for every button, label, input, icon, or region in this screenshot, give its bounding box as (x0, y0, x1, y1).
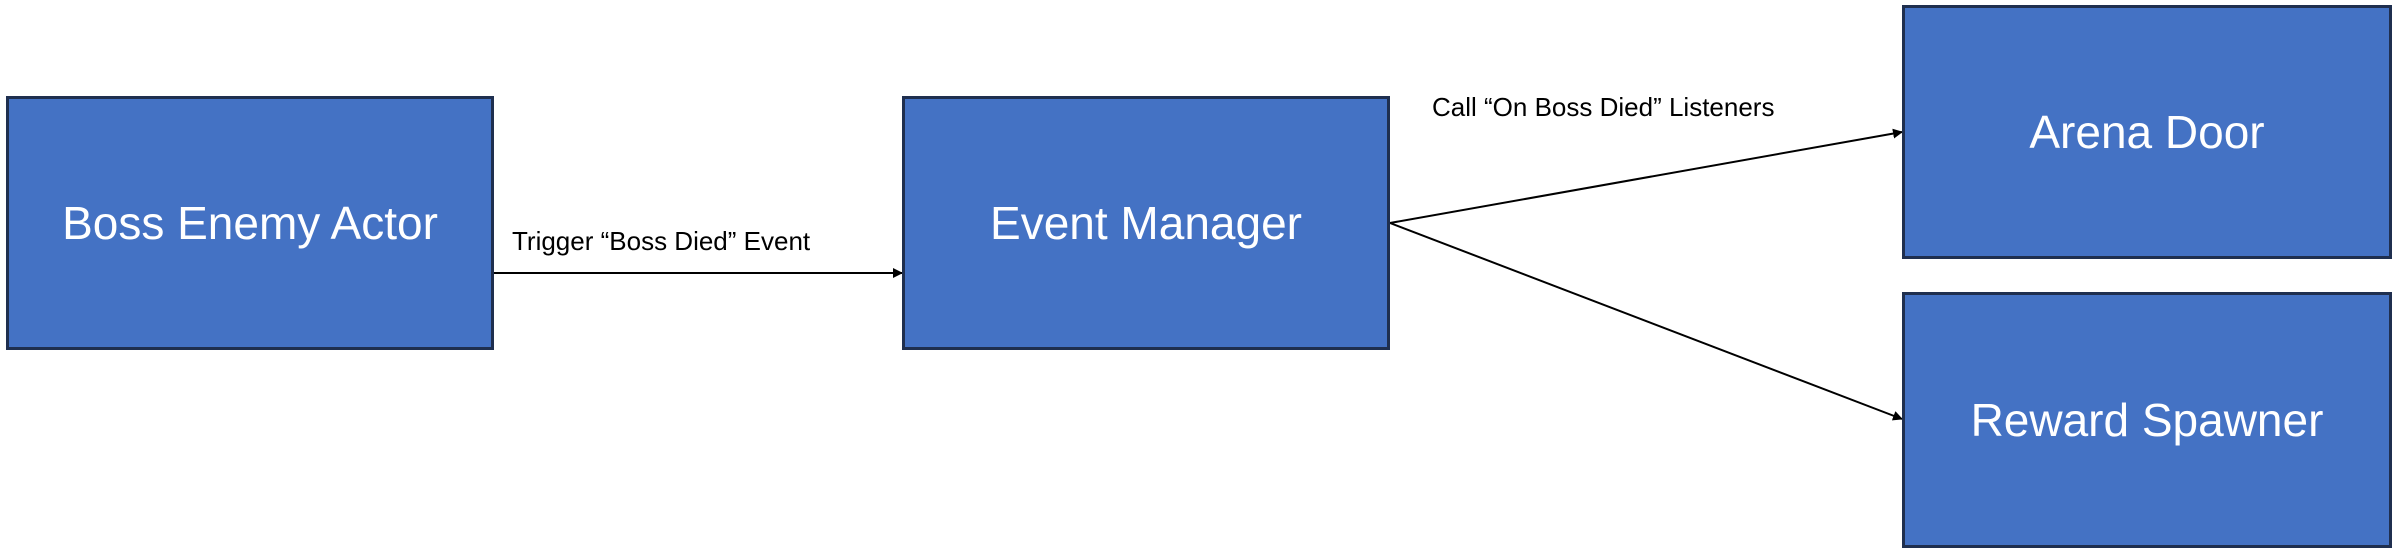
boss-enemy-actor-node: Boss Enemy Actor (6, 96, 494, 350)
arena-door-node: Arena Door (1902, 5, 2392, 259)
call-listeners-edge-label: Call “On Boss Died” Listeners (1432, 92, 1775, 122)
arena-door-label: Arena Door (2029, 106, 2265, 158)
reward-spawner-node: Reward Spawner (1902, 292, 2392, 548)
event-manager-label: Event Manager (990, 197, 1302, 249)
reward-spawner-label: Reward Spawner (1970, 394, 2324, 446)
event-manager-node: Event Manager (902, 96, 1390, 350)
edge-event-manager-to-reward-spawner (1389, 222, 1903, 421)
trigger-event-edge-label: Trigger “Boss Died” Event (512, 226, 811, 256)
edge-event-manager-to-arena-door (1389, 128, 1903, 224)
boss-enemy-actor-label: Boss Enemy Actor (62, 197, 438, 249)
